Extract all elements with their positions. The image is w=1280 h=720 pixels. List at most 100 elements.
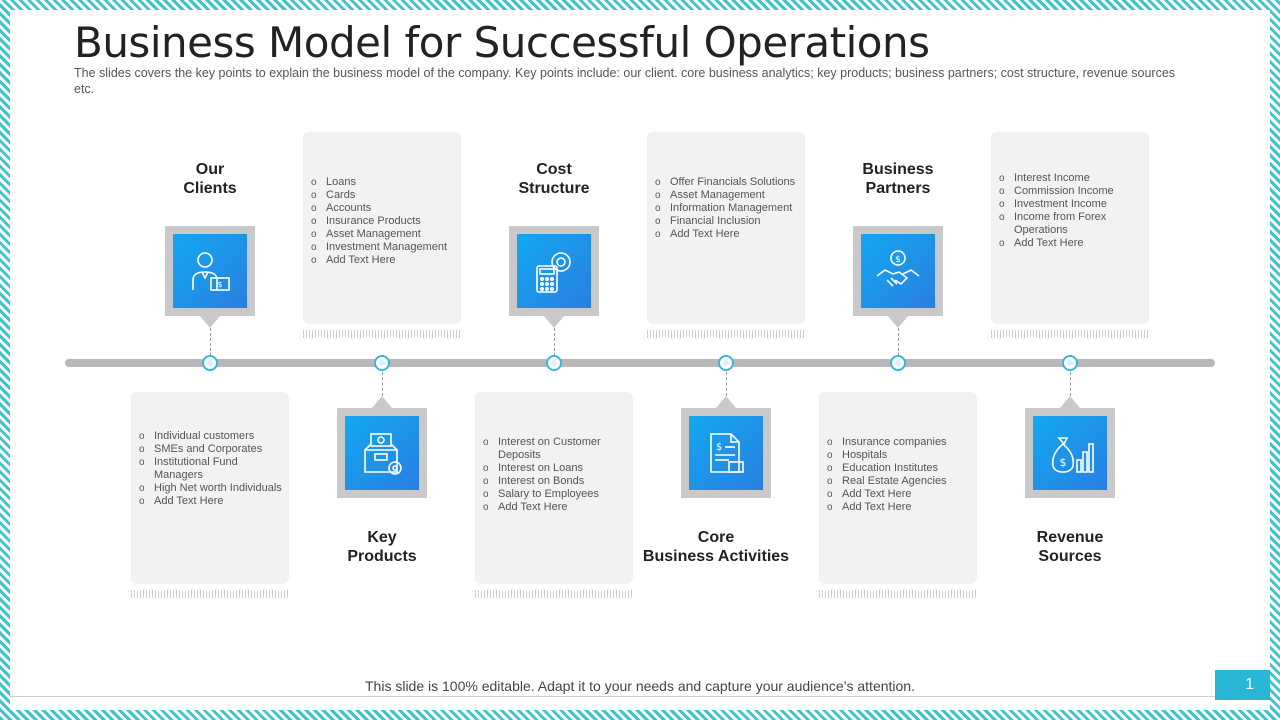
our-clients-icon-frame: $ xyxy=(165,226,255,328)
svg-text:$: $ xyxy=(716,442,722,453)
revenue-sources-icon-frame: $ xyxy=(1025,396,1115,498)
icon-tile: $ xyxy=(1033,416,1107,490)
core-business-activities-icon-frame: $ xyxy=(681,396,771,498)
card-cost-structure-details: Interest on Customer Deposits Interest o… xyxy=(475,392,633,598)
category-title-line: Core xyxy=(697,529,735,546)
connector-line xyxy=(382,372,383,396)
list-item: Institutional Fund Managers xyxy=(139,456,285,482)
key-products-icon-frame xyxy=(337,396,427,498)
footer-divider xyxy=(10,696,1215,697)
category-title-line: Cost xyxy=(536,161,572,178)
card-core-activities-details: Offer Financials Solutions Asset Managem… xyxy=(647,132,805,338)
list-item: Hospitals xyxy=(827,449,973,462)
card-list: Individual customers SMEs and Corporates… xyxy=(139,430,285,508)
list-item: Add Text Here xyxy=(483,501,629,514)
list-item: Offer Financials Solutions xyxy=(655,176,801,189)
list-item: Interest on Loans xyxy=(483,462,629,475)
list-item: Insurance Products xyxy=(311,215,457,228)
slide: Business Model for Successful Operations… xyxy=(10,10,1270,710)
connector-line xyxy=(210,328,211,356)
list-item: Add Text Here xyxy=(827,501,973,514)
list-item: Interest Income xyxy=(999,172,1145,185)
footer-note: This slide is 100% editable. Adapt it to… xyxy=(365,678,915,694)
connector-line xyxy=(726,372,727,396)
list-item: Salary to Employees xyxy=(483,488,629,501)
list-item: SMEs and Corporates xyxy=(139,443,285,456)
document-dollar-icon: $ xyxy=(710,433,744,473)
category-title-our-clients: Our Clients xyxy=(120,160,300,198)
calculator-gear-icon xyxy=(536,252,571,293)
cost-structure-icon-frame xyxy=(509,226,599,328)
list-item: Interest on Customer Deposits xyxy=(483,436,629,462)
category-title-line: Sources xyxy=(1038,548,1102,565)
category-title-line: Structure xyxy=(518,180,590,197)
timeline-bar xyxy=(65,359,1215,367)
category-title-revenue-sources: Revenue Sources xyxy=(980,528,1160,566)
list-item: Financial Inclusion xyxy=(655,215,801,228)
card-business-partners-details: Insurance companies Hospitals Education … xyxy=(819,392,977,598)
page-number: 1 xyxy=(1245,676,1254,693)
category-title-cost-structure: Cost Structure xyxy=(464,160,644,198)
list-item: High Net worth Individuals xyxy=(139,482,285,495)
list-item: Add Text Here xyxy=(827,488,973,501)
card-list: Interest Income Commission Income Invest… xyxy=(999,172,1145,250)
category-title-line: Business xyxy=(862,161,934,178)
card-list: Insurance companies Hospitals Education … xyxy=(827,436,973,514)
icon-tile: $ xyxy=(173,234,247,308)
timeline-dot xyxy=(890,355,906,371)
list-item: Add Text Here xyxy=(311,254,457,267)
category-title-line: Key xyxy=(367,529,397,546)
category-title-line: Our xyxy=(195,161,225,178)
icon-tile: $ xyxy=(861,234,935,308)
card-our-clients-details: Individual customers SMEs and Corporates… xyxy=(131,392,289,598)
category-title-line: Business Activities xyxy=(642,548,790,565)
category-title-line: Products xyxy=(347,548,417,565)
box-cash-gear-icon xyxy=(364,433,402,475)
list-item: Real Estate Agencies xyxy=(827,475,973,488)
category-title-line: Revenue xyxy=(1036,529,1104,546)
icon-tile: $ xyxy=(689,416,763,490)
timeline-dot xyxy=(374,355,390,371)
icon-tile xyxy=(345,416,419,490)
list-item: Education Institutes xyxy=(827,462,973,475)
user-with-dollar-icon: $ xyxy=(192,252,230,291)
list-item: Information Management xyxy=(655,202,801,215)
page-subtitle: The slides covers the key points to expl… xyxy=(74,66,1176,96)
list-item: Investment Management xyxy=(311,241,457,254)
page-number-box: 1 xyxy=(1215,670,1270,700)
handshake-dollar-icon: $ xyxy=(876,250,920,287)
list-item: Cards xyxy=(311,189,457,202)
list-item: Interest on Bonds xyxy=(483,475,629,488)
category-title-business-partners: Business Partners xyxy=(808,160,988,198)
card-list: Offer Financials Solutions Asset Managem… xyxy=(655,176,801,241)
category-title-line: Partners xyxy=(865,180,931,197)
list-item: Income from Forex Operations xyxy=(999,211,1145,237)
list-item: Asset Management xyxy=(655,189,801,202)
card-revenue-sources-details: Interest Income Commission Income Invest… xyxy=(991,132,1149,338)
list-item: Commission Income xyxy=(999,185,1145,198)
connector-line xyxy=(898,328,899,356)
card-list: Loans Cards Accounts Insurance Products … xyxy=(311,176,457,267)
timeline-dot xyxy=(718,355,734,371)
list-item: Insurance companies xyxy=(827,436,973,449)
list-item: Individual customers xyxy=(139,430,285,443)
svg-text:$: $ xyxy=(895,255,901,265)
list-item: Add Text Here xyxy=(139,495,285,508)
category-title-key-products: Key Products xyxy=(292,528,472,566)
connector-line xyxy=(1070,372,1071,396)
svg-text:$: $ xyxy=(217,280,222,289)
list-item: Investment Income xyxy=(999,198,1145,211)
timeline-dot xyxy=(546,355,562,371)
svg-text:$: $ xyxy=(1060,456,1067,469)
connector-line xyxy=(554,328,555,356)
list-item: Loans xyxy=(311,176,457,189)
category-title-core-business-activities: Core Business Activities xyxy=(626,528,806,566)
category-title-line: Clients xyxy=(183,180,237,197)
card-key-products-details: Loans Cards Accounts Insurance Products … xyxy=(303,132,461,338)
timeline-dot xyxy=(1062,355,1078,371)
list-item: Accounts xyxy=(311,202,457,215)
icon-tile xyxy=(517,234,591,308)
page-title: Business Model for Successful Operations xyxy=(74,18,930,67)
timeline-dot xyxy=(202,355,218,371)
list-item: Add Text Here xyxy=(999,237,1145,250)
